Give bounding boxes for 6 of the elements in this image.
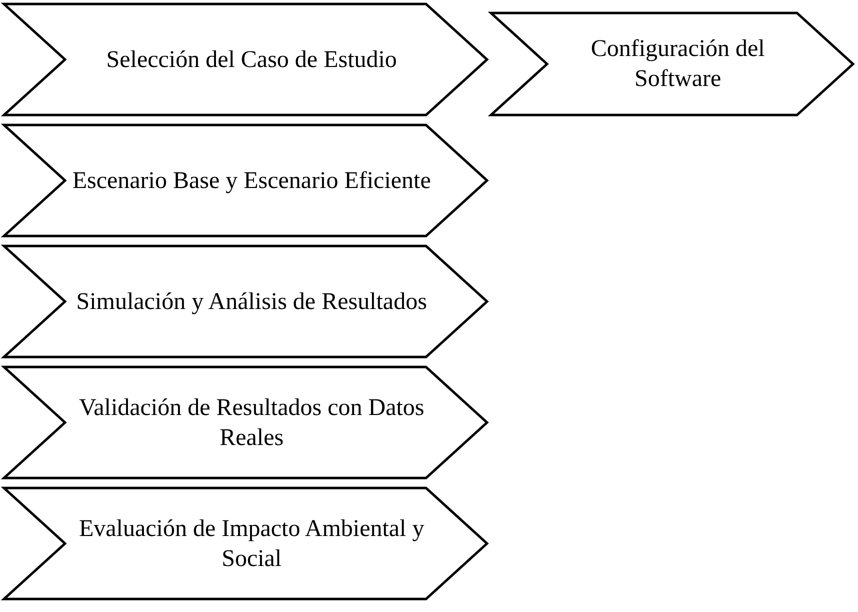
step-label: Configuración del Software — [590, 35, 766, 94]
step-label: Evaluación de Impacto Ambiental y Social — [78, 514, 426, 574]
step-label: Escenario Base y Escenario Eficiente — [72, 166, 431, 196]
step-label: Selección del Caso de Estudio — [106, 46, 397, 74]
step-label: Simulación y Análisis de Resultados — [76, 288, 427, 316]
step-label: Validación de Resultados con Datos Reales — [78, 394, 426, 452]
